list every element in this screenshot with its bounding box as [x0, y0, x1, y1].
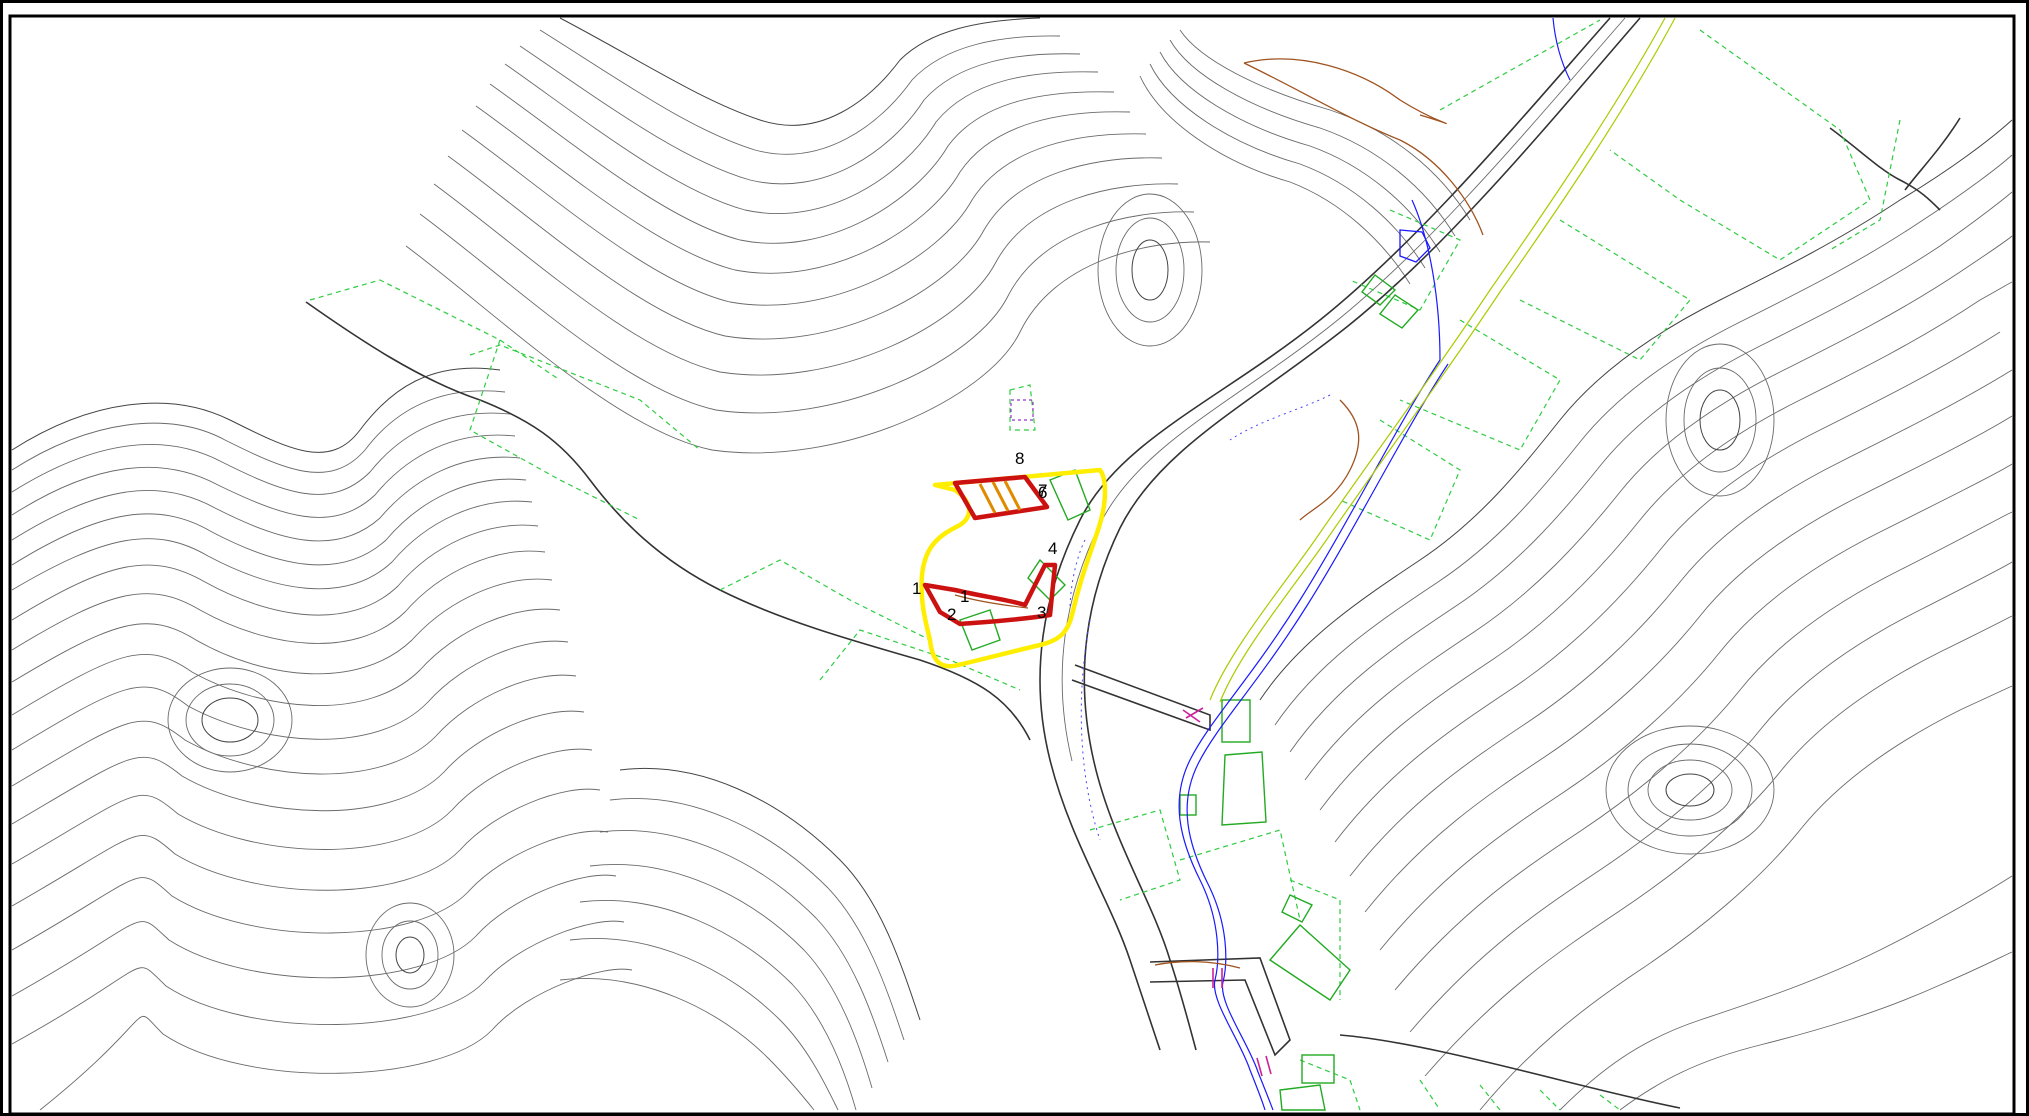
bridges [1182, 707, 1272, 1077]
bridge [1212, 968, 1223, 988]
building [1268, 923, 1351, 1001]
landslide-zone-south [922, 562, 1058, 627]
building [1301, 1054, 1335, 1084]
landslide-zone-north [952, 474, 1050, 521]
building [1221, 699, 1251, 743]
survey-area-boundary [919, 467, 1108, 669]
building [959, 609, 1001, 651]
point-label-6: 6 [1038, 483, 1047, 502]
contour-lines-east [1259, 119, 2013, 1111]
point-label-2: 2 [947, 605, 956, 624]
shrine-marker [1010, 399, 1034, 421]
building [1279, 1084, 1326, 1111]
bridge [1256, 1055, 1272, 1077]
contour-lines-west [11, 367, 633, 1111]
point-label-5: 1 [960, 587, 969, 606]
point-label-4: 4 [1048, 539, 1057, 558]
point-label-3: 3 [1037, 603, 1046, 622]
building [1361, 274, 1397, 306]
scarp-line [954, 594, 1029, 609]
pond [1399, 229, 1431, 263]
point-label-7: 7 [1038, 481, 1047, 500]
point-labels: 1 2 3 4 1 6 7 8 [912, 449, 1057, 624]
point-label-8: 8 [1015, 449, 1024, 468]
building [1221, 751, 1267, 826]
building [1281, 894, 1313, 923]
road-dotted-edges [1069, 394, 1331, 841]
side-structures [1071, 664, 1681, 1109]
ridge-road-lines [1209, 17, 1676, 703]
waterway [1178, 17, 1571, 1111]
contour-lines-south [559, 768, 921, 1111]
contour-lines-north [405, 17, 1471, 454]
point-label-1: 1 [912, 579, 921, 598]
building [1378, 294, 1420, 329]
parcel-boundaries [309, 19, 1901, 1111]
terrain-breaklines [305, 117, 1961, 741]
landslide-hatch [978, 480, 1022, 514]
bridge [1182, 707, 1204, 723]
slope-scarp [1154, 58, 1484, 969]
